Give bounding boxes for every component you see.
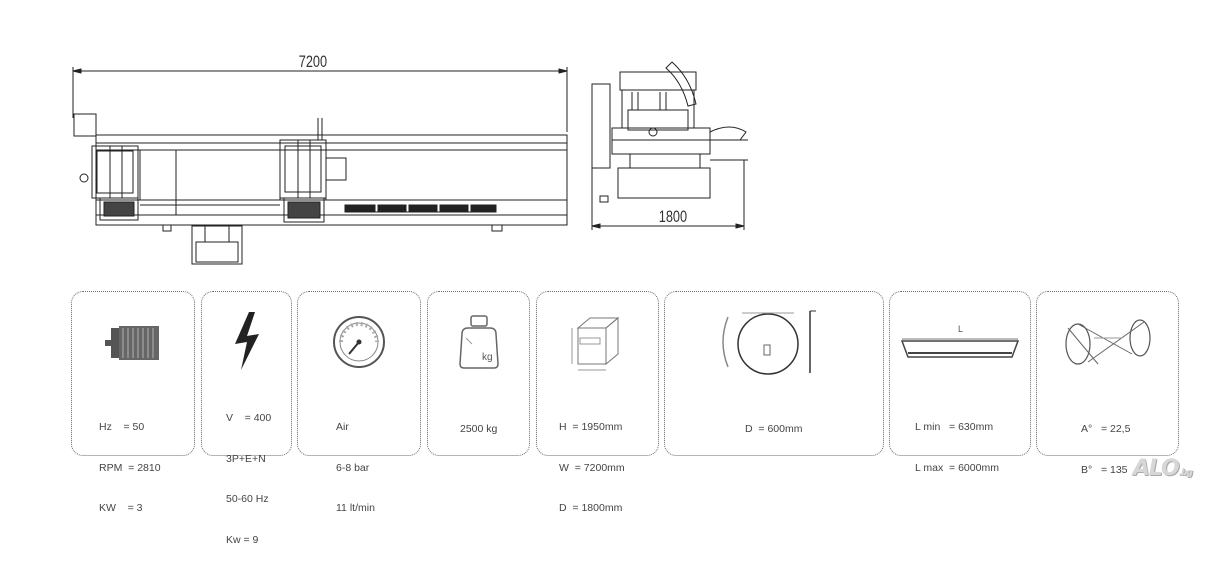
spec-line: 2500 kg [460,423,498,435]
spec-card-motor: Hz = 50 RPM = 2810 KW = 3 [71,291,195,514]
electric-motor-icon [105,326,159,360]
spec-card-blade-diameter: D = 600mm [664,291,884,456]
spec-line: 50-60 Hz [226,493,269,505]
spec-line: D = 600mm [745,423,803,435]
spec-line: KW = 3 [99,502,143,514]
cutting-angle-icon [1064,319,1151,365]
spec-line: W = 7200mm [559,461,625,474]
spec-line: L max = 6000mm [915,461,999,474]
spec-card-dimensions: H = 1950mm W = 7200mm D = 1800mm [536,291,659,514]
spec-line: Air [336,421,349,433]
spec-line: V = 400 [226,412,272,424]
dimension-box-icon [571,316,619,371]
front-length-dimension: 7200 [298,52,328,71]
weight-icon [458,315,499,369]
spec-line: 11 lt/min [336,502,375,514]
alo-watermark-logo: ALO.bg [1132,456,1193,481]
spec-card-weight: kg 2500 kg [427,291,530,456]
spec-line: 6-8 bar [336,461,370,474]
spec-card-air: Air 6-8 bar 11 lt/min [297,291,421,514]
watermark-suffix: .bg [1178,468,1193,478]
spec-line: A° = 22,5 [1081,423,1131,435]
spec-line: L min = 630mm [915,421,994,433]
watermark-text: ALO [1132,456,1180,481]
spec-line: Hz = 50 [99,421,145,433]
spec-line: RPM = 2810 [99,461,161,474]
spec-line: B° = 135 [1081,463,1128,476]
spec-line: D = 1800mm [559,502,623,514]
weight-icon-label: kg [482,352,493,363]
spec-card-power: V = 400 3P+E+N 50-60 Hz Kw = 9 [201,291,292,546]
spec-line: 3P+E+N [226,452,266,465]
spec-line: H = 1950mm [559,421,623,433]
cutting-length-icon-label: L [958,324,964,334]
spec-line: Kw = 9 [226,533,259,546]
pressure-gauge-icon [333,316,385,368]
cutting-length-icon [900,338,1020,358]
saw-blade-diameter-icon [722,310,816,375]
spec-card-cutting-angles: A° = 22,5 B° = 135 [1036,291,1179,476]
lightning-bolt-icon [234,312,259,370]
side-depth-dimension: 1800 [658,207,688,226]
machine-technical-drawing [72,61,748,265]
spec-card-cutting-length: L L min = 630mm L max = 6000mm [889,291,1031,474]
